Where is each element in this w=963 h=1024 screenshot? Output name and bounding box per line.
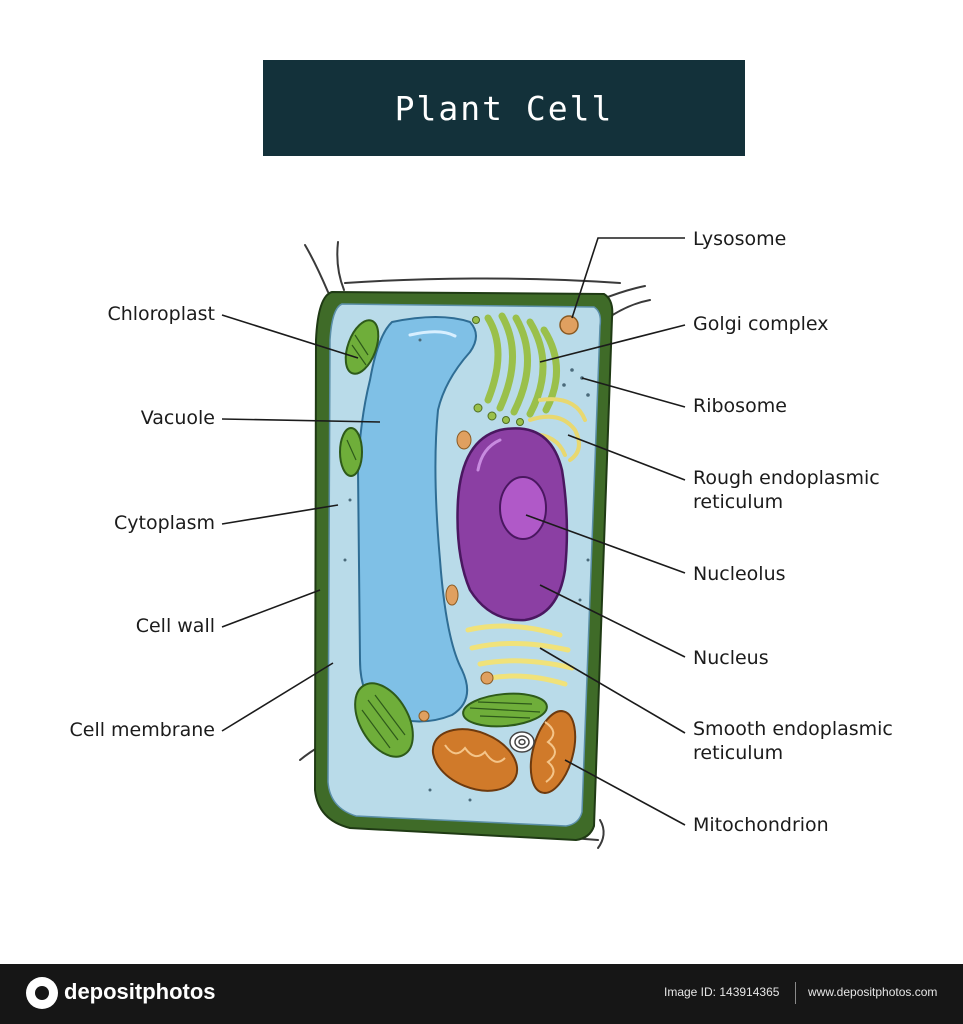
label-nucleus: Nucleus [693, 646, 769, 670]
label-rough-er-line2: reticulum [693, 490, 783, 514]
label-ribosome: Ribosome [693, 394, 787, 418]
spiral-organelle [510, 732, 534, 752]
label-cell-wall: Cell wall [60, 614, 215, 638]
label-smooth-er-line1: Smooth endoplasmic [693, 717, 893, 741]
brand-name: depositphotos [64, 979, 216, 1005]
site-url-text: www.depositphotos.com [808, 985, 937, 999]
lysosome-shape [560, 316, 578, 334]
label-cytoplasm: Cytoplasm [60, 511, 215, 535]
footer-divider [795, 982, 796, 1004]
label-cell-membrane: Cell membrane [20, 718, 215, 742]
chloroplast-mid [340, 428, 362, 476]
image-id-text: Image ID: 143914365 [664, 985, 779, 999]
label-nucleolus: Nucleolus [693, 562, 786, 586]
depositphotos-logo-icon [26, 977, 58, 1009]
label-chloroplast: Chloroplast [60, 302, 215, 326]
label-golgi-complex: Golgi complex [693, 312, 829, 336]
label-lysosome: Lysosome [693, 227, 786, 251]
leader-cell-wall [222, 590, 320, 627]
label-rough-er-line1: Rough endoplasmic [693, 466, 880, 490]
label-mitochondrion: Mitochondrion [693, 813, 829, 837]
nucleolus-shape [500, 477, 546, 539]
label-smooth-er-line2: reticulum [693, 741, 783, 765]
label-vacuole: Vacuole [60, 406, 215, 430]
